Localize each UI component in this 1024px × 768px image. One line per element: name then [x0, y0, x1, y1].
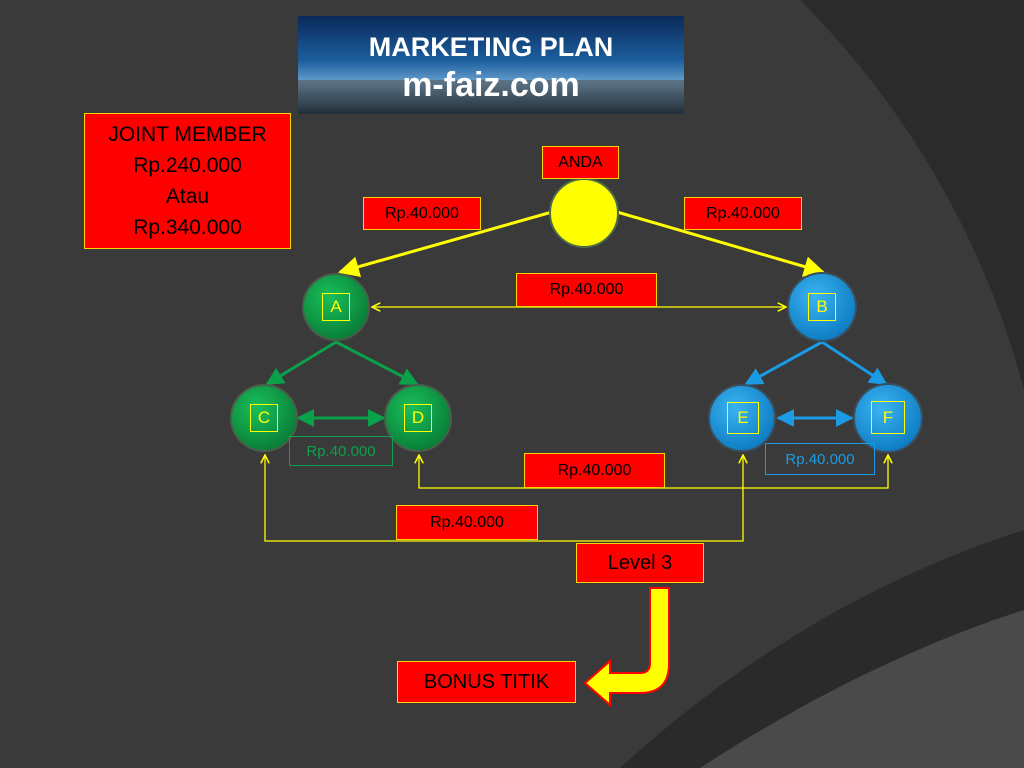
node-b[interactable] — [787, 272, 857, 342]
amount-d-f: Rp.40.000 — [524, 453, 665, 488]
arrow-a-to-d — [335, 340, 419, 386]
amount-c-d: Rp.40.000 — [289, 436, 393, 466]
amount-a-b: Rp.40.000 — [516, 273, 657, 307]
anda-label: ANDA — [542, 146, 619, 179]
node-c-label: C — [250, 404, 278, 432]
marketing-plan-banner: MARKETING PLAN m-faiz.com — [298, 16, 684, 114]
level-label: Level 3 — [576, 543, 704, 583]
joint-member-price-1: Rp.240.000 — [133, 154, 242, 177]
background-swoosh-right — [800, 0, 1024, 390]
node-f-label: F — [871, 401, 905, 434]
node-b-label: B — [808, 293, 836, 321]
node-anda[interactable] — [549, 178, 619, 248]
arrow-a-to-c — [265, 340, 337, 386]
joint-member-box: JOINT MEMBER Rp.240.000 Atau Rp.340.000 — [84, 113, 291, 249]
amount-c-e: Rp.40.000 — [396, 505, 538, 540]
joint-member-title: JOINT MEMBER — [108, 123, 267, 146]
arrow-b-to-f — [821, 340, 888, 386]
arrow-anda-to-a — [337, 210, 553, 277]
connector-d-f — [419, 455, 888, 489]
banner-skyline-image — [298, 80, 684, 114]
banner-title: MARKETING PLAN — [368, 32, 614, 62]
bonus-arrow — [583, 587, 670, 708]
amount-e-f: Rp.40.000 — [765, 443, 875, 475]
joint-member-price-2: Rp.340.000 — [133, 216, 242, 239]
arrow-b-to-e — [744, 340, 823, 386]
arrow-anda-to-b — [616, 210, 826, 277]
node-c[interactable] — [230, 384, 298, 452]
connector-c-e — [265, 455, 743, 542]
node-d[interactable] — [384, 384, 452, 452]
background-band-bottom — [700, 610, 1024, 768]
node-a[interactable] — [302, 273, 370, 341]
node-a-label: A — [322, 293, 350, 321]
amount-left-branch: Rp.40.000 — [363, 197, 481, 230]
node-e[interactable] — [708, 384, 776, 452]
joint-member-or: Atau — [165, 185, 210, 208]
banner-site: m-faiz.com — [402, 66, 580, 104]
amount-right-branch: Rp.40.000 — [684, 197, 802, 230]
node-e-label: E — [727, 402, 759, 434]
bonus-titik-label: BONUS TITIK — [397, 661, 576, 703]
node-d-label: D — [404, 404, 432, 432]
